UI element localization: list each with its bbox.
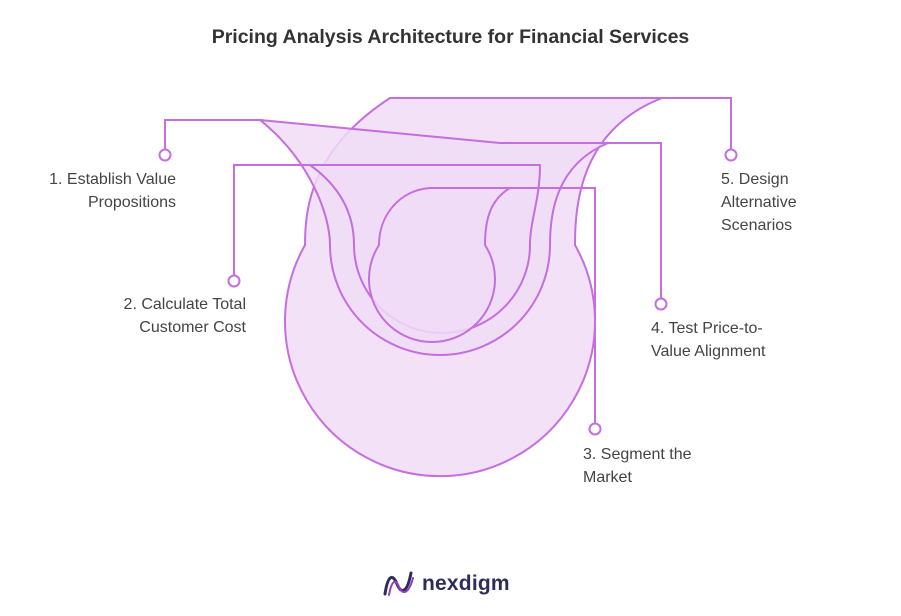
step-4-line-1: 4. Test Price-to- [651, 320, 763, 337]
step-4-line-2: Value Alignment [651, 343, 766, 360]
step-label-2: 2. Calculate Total Customer Cost [124, 293, 246, 339]
connector-4 [606, 142, 662, 299]
nexdigm-wave-icon [383, 571, 414, 596]
connector-4-dot [654, 297, 668, 311]
connector-2 [233, 164, 312, 281]
connectors [158, 97, 738, 436]
step-3-line-1: 3. Segment the [583, 446, 692, 463]
connector-1 [164, 119, 262, 155]
step-1-line-1: 1. Establish Value [49, 171, 176, 188]
page-title: Pricing Analysis Architecture for Financ… [211, 26, 690, 48]
ring-2-arc [368, 187, 511, 343]
ring-2 [368, 187, 511, 343]
step-5-line-2: Alternative [721, 194, 797, 211]
connector-3 [508, 187, 596, 424]
step-2-line-1: 2. Calculate Total [123, 296, 246, 313]
brand-logo: nexdigm [382, 566, 510, 602]
step-5-line-1: 5. Design [721, 171, 789, 188]
step-2-line-2: Customer Cost [139, 319, 246, 336]
step-label-1: 1. Establish Value Propositions [49, 168, 176, 214]
connector-3-dot [588, 422, 602, 436]
connector-1-dot [158, 148, 172, 162]
step-label-4: 4. Test Price-to- Value Alignment [651, 317, 765, 363]
step-label-3: 3. Segment the Market [583, 443, 692, 489]
step-1-line-2: Propositions [87, 194, 176, 211]
connector-2-dot [227, 274, 241, 288]
step-5-line-3: Scenarios [721, 217, 793, 234]
logo-text: nexdigm [422, 572, 510, 595]
step-label-5: 5. Design Alternative Scenarios [721, 168, 797, 237]
connector-5 [660, 97, 732, 150]
connector-5-dot [724, 148, 738, 162]
step-3-line-2: Market [583, 469, 632, 486]
